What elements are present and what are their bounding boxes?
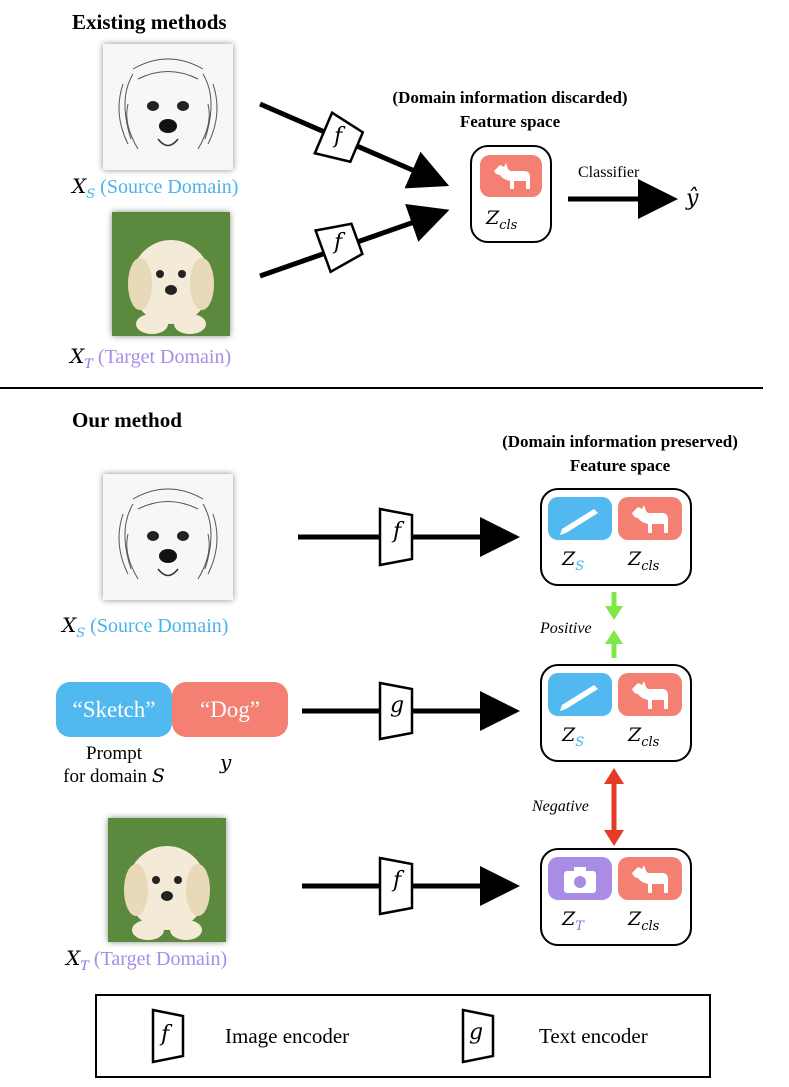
- target-photo-image: [112, 212, 230, 336]
- existing-feature-box: Zcls: [470, 145, 552, 243]
- ours-source-caption: XS (Source Domain): [62, 613, 229, 641]
- pen-icon: [548, 497, 612, 540]
- ours-zcls-label-3: Zcls: [628, 908, 660, 934]
- ours-target-photo-image: [108, 818, 226, 942]
- legend-text-encoder-shape: [461, 1008, 495, 1064]
- existing-feature-caption-1: (Domain information discarded): [392, 88, 628, 107]
- dog-icon: [480, 155, 542, 197]
- ours-zs-label-2: ZS: [562, 724, 585, 750]
- ours-text-feature-box: ZS Zcls: [540, 664, 692, 762]
- existing-target-caption: XT (Target Domain): [70, 344, 232, 372]
- class-symbol-y: y: [220, 750, 232, 774]
- existing-encoder-f-bottom-label: f: [334, 230, 343, 255]
- dog-icon: [618, 857, 682, 900]
- existing-encoder-f-top: [313, 110, 365, 164]
- existing-source-caption: XS (Source Domain): [72, 174, 239, 202]
- legend-box: f Image encoder g Text encoder: [95, 994, 711, 1078]
- legend-image-encoder-shape: [151, 1008, 185, 1064]
- ours-source-sketch-image: [103, 474, 233, 600]
- ours-feature-caption-1: (Domain information preserved): [502, 432, 738, 451]
- ours-encoder-f-bottom-label: f: [393, 868, 402, 893]
- existing-encoder-f-top-label: f: [334, 124, 343, 149]
- ours-target-caption: XT (Target Domain): [66, 946, 228, 974]
- ours-zt-label: ZT: [562, 908, 584, 934]
- pen-icon: [548, 673, 612, 716]
- ours-source-feature-box: ZS Zcls: [540, 488, 692, 586]
- source-sketch-image: [103, 44, 233, 170]
- existing-methods-title: Existing methods: [72, 10, 227, 34]
- positive-label: Positive: [540, 620, 592, 637]
- camera-icon: [548, 857, 612, 900]
- dog-icon: [618, 673, 682, 716]
- dog-icon: [618, 497, 682, 540]
- legend-text-encoder-symbol: g: [469, 1020, 484, 1045]
- existing-zcls-label: Zcls: [486, 207, 518, 233]
- ours-feature-caption-2: Feature space: [569, 456, 671, 475]
- negative-label: Negative: [532, 798, 589, 815]
- ours-target-feature-box: ZT Zcls: [540, 848, 692, 946]
- section-divider: [0, 387, 763, 389]
- ours-encoder-g-label: g: [390, 693, 405, 718]
- prompt-class-pill: “Dog”: [172, 682, 288, 737]
- ours-zcls-label-1: Zcls: [628, 548, 660, 574]
- prompt-caption: Prompt for domain S: [63, 743, 165, 787]
- ours-zcls-label-2: Zcls: [628, 724, 660, 750]
- legend-image-encoder-symbol: f: [161, 1022, 170, 1047]
- legend-text-encoder-label: Text encoder: [539, 1024, 648, 1048]
- prompt-domain-pill: “Sketch”: [56, 682, 172, 737]
- ours-zs-label-1: ZS: [562, 548, 585, 574]
- existing-encoder-f-bottom: [313, 222, 364, 274]
- classifier-label: Classifier: [578, 164, 640, 181]
- prediction-label: ŷ: [686, 186, 699, 211]
- legend-image-encoder-label: Image encoder: [225, 1024, 350, 1048]
- ours-encoder-f-top-label: f: [393, 519, 402, 544]
- our-method-title: Our method: [72, 408, 182, 432]
- existing-arrows: [259, 101, 678, 279]
- ours-arrows: [298, 507, 624, 916]
- existing-feature-caption-2: Feature space: [459, 112, 561, 131]
